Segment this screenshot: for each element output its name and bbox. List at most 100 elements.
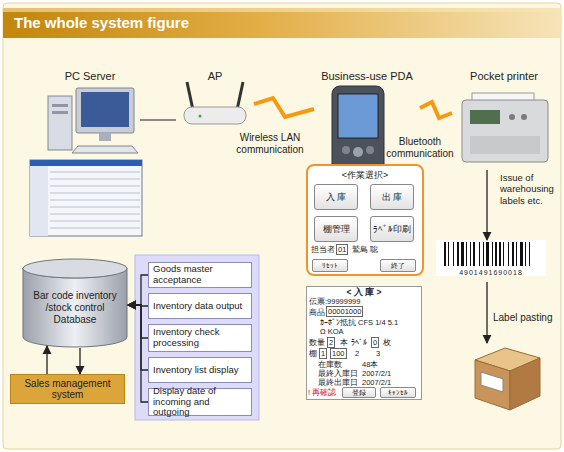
screen-text: 48本 [362,360,378,369]
pc-tower [48,96,72,150]
printer-front [470,136,540,154]
database-body [23,268,127,347]
screen-button: ｷｬﾝｾﾙ [380,387,416,398]
barcode-bar [457,242,459,266]
barcode-bar [483,242,484,266]
node-text: 出 庫 [382,191,403,204]
barcode-bar [461,242,464,266]
pda-key [353,147,363,157]
screen-text: ﾗﾍﾞﾙ [351,338,367,347]
printer-body [462,100,548,162]
flow-arrow [128,275,148,305]
node-text: 4901491690018 [436,269,546,276]
database-top [23,259,127,278]
barcode-bar [525,242,526,266]
ap-led [199,115,202,118]
barcode-bar [495,242,497,266]
printer-display [470,110,500,124]
function-box: Inventory list display [148,357,252,383]
pc-monitor [76,88,134,133]
screen-button: 出 庫 [370,184,414,210]
screen-text: 100 [330,348,347,359]
node-text: Inventory data output [153,301,242,312]
pda-entry-screen: < 入 庫 >登録ｷｬﾝｾﾙ [306,286,422,400]
screen-text: Ω KOA [320,327,344,336]
node-text: Bar code inventory /stock control Databa… [28,290,122,326]
wireless-link [254,98,314,117]
pc-keyboard [72,146,138,153]
function-box: Inventory check processing [148,324,252,352]
screen-text: 棚 [309,349,317,358]
flow-arrow [128,305,148,338]
screen-text: 鷲島 聡 [352,245,378,254]
screen-text: ! 再確認 [308,388,336,397]
function-box: Inventory data output [148,293,252,319]
node-heading: < 入 庫 > [307,287,421,299]
function-panel [135,255,259,420]
screen-button: 棚管理 [314,216,358,242]
screen-text: 最終出庫日 [318,378,358,387]
pda-key [342,146,350,154]
screen-text: 枚 [383,338,391,347]
barcode-bar [499,242,501,266]
screenshot-rows [50,172,140,228]
barcode-bars [436,242,546,268]
node-heading: Business-use PDA [308,70,426,82]
pc-screen [81,92,129,127]
screen-button: ﾗﾍﾞﾙ印刷 [370,216,414,242]
barcode-bar [444,242,446,266]
barcode-bar [492,242,493,266]
node-text: Inventory list display [153,365,239,376]
screen-text: 在庫数 [318,360,342,369]
node-heading: AP [170,70,260,82]
flow-arrow [128,305,148,402]
node-text: Display date of incoming and outgoing [153,386,247,419]
node-text: 終了 [391,261,405,270]
ap-antenna [237,82,243,110]
flow-arrow [486,282,487,343]
printer-button [509,114,515,120]
screen-text: ｶｰﾎﾞﾝ抵抗 CFS 1/4 5.1 [320,318,398,327]
barcode-bar [508,242,509,266]
pc-drive [52,104,68,107]
screen-button: 入 庫 [314,184,358,210]
screen-text: 2 [327,337,335,348]
flow-arrow [46,346,47,374]
pc-drive [52,111,68,114]
screenshot-sidebar [30,166,48,236]
screen-text: 数量 [309,338,325,347]
barcode-bar [503,242,504,266]
ap-antenna [187,82,193,110]
barcode-bar [529,242,530,266]
edge-label: Issue of warehousing labels etc. [500,172,560,206]
node-heading: PC Server [34,70,146,82]
pda-menu-screen: <作業選択>入 庫出 庫棚管理ﾗﾍﾞﾙ印刷ﾘｾｯﾄ終了 [306,164,424,276]
screen-text: 3 [376,349,380,358]
node-text: ｷｬﾝｾﾙ [388,388,408,397]
node-text: Goods master acceptance [153,264,247,286]
barcode-bar [453,242,454,266]
barcode-bar [448,242,449,266]
function-box: Goods master acceptance [148,262,252,288]
flow-arrow [128,305,148,370]
wireless-link [420,102,452,118]
barcode-bar [516,242,517,266]
node-text: 入 庫 [326,191,347,204]
barcode-bar [473,242,475,266]
title-band-highlight [3,8,561,12]
screen-text: 最終入庫日 [318,369,358,378]
screen-text: 0 [371,337,379,348]
node-text: Sales management system [11,378,124,400]
screen-text: 本 [340,338,348,347]
edge-label: Wireless LAN communication [232,132,308,156]
barcode-label: 4901491690018 [436,240,546,276]
barcode-bar [486,242,489,266]
system-box: Sales management system [10,374,125,404]
node-heading: <作業選択> [308,169,422,182]
package-side [510,358,540,410]
screen-text: 2 [355,349,359,358]
network-cable [140,119,176,121]
screen-text: 1 [319,348,327,359]
page-panel [3,3,561,449]
